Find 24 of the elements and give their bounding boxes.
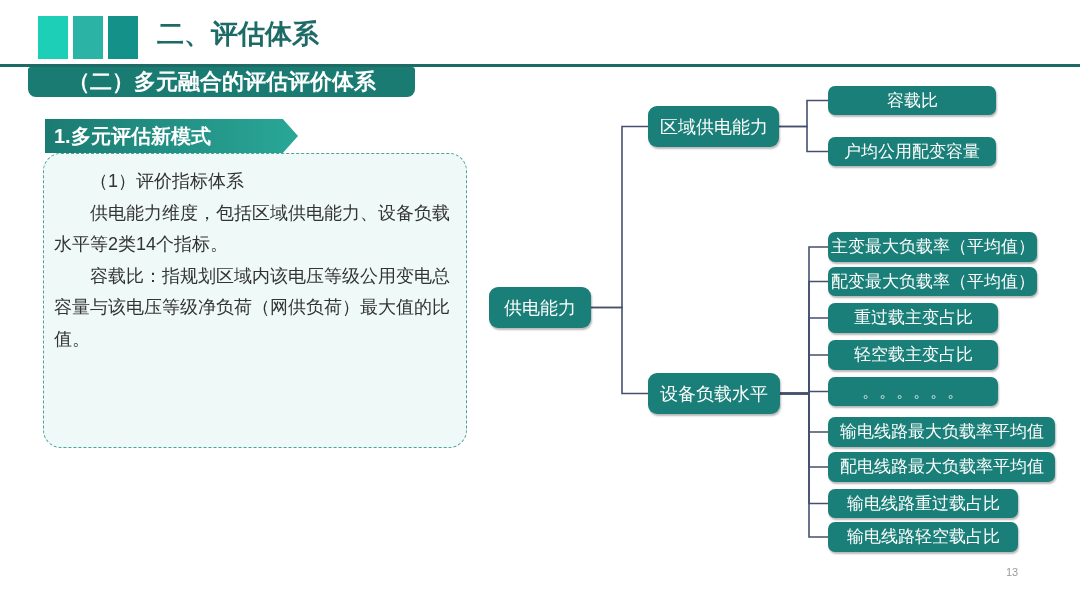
indicator-box: 户均公用配变容量 xyxy=(828,137,996,166)
heading-text: （1）评价指标体系 xyxy=(89,170,245,193)
text-panel xyxy=(43,153,467,448)
indicator-box: 输电线路轻空载占比 xyxy=(828,522,1018,552)
category-box: 区域供电能力 xyxy=(648,106,779,147)
connector-line xyxy=(778,125,829,153)
root-box: 供电能力 xyxy=(489,287,591,328)
tag-banner: 1.多元评估新模式 xyxy=(45,119,298,153)
indicator-box: 主变最大负载率（平均值） xyxy=(828,232,1037,262)
indicator-box: 输电线路重过载占比 xyxy=(828,489,1018,518)
indicator-box: 轻空载主变占比 xyxy=(828,340,998,370)
indicator-box: 。。。。。。 xyxy=(828,377,998,406)
indicator-box: 配变最大负载率（平均值） xyxy=(828,267,1037,296)
connector-line xyxy=(590,306,649,395)
paragraph-text: 供电能力维度，包括区域供电能力、设备负载水平等2类14个指标。 xyxy=(54,201,451,256)
heading-band: （二）多元融合的评估评价体系 xyxy=(28,67,415,97)
paragraph-text: 容载比：指规划区域内该电压等级公用变电总容量与该电压等级净负荷（网供负荷）最大值的比值。 xyxy=(54,264,451,351)
indicator-box: 输电线路最大负载率平均值 xyxy=(828,417,1055,447)
page-number: 13 xyxy=(1006,566,1019,578)
page-title: 二、评估体系 xyxy=(157,18,319,51)
indicator-box: 配电线路最大负载率平均值 xyxy=(828,452,1055,482)
indicator-box: 重过载主变占比 xyxy=(828,303,998,333)
indicator-box: 容载比 xyxy=(828,86,996,115)
category-box: 设备负载水平 xyxy=(648,373,780,414)
